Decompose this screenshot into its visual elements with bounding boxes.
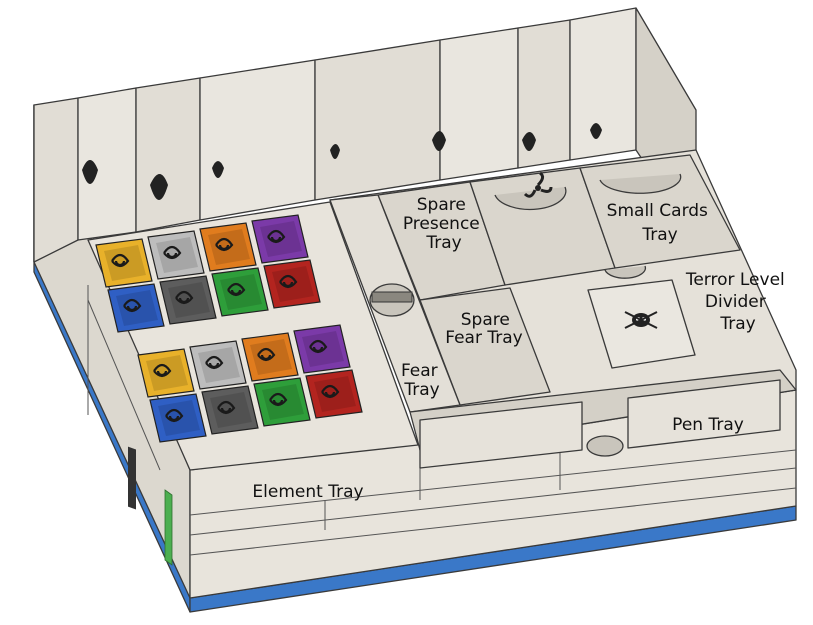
air-icon: [309, 339, 328, 354]
element-bin: [293, 324, 351, 374]
plant-icon: [269, 392, 288, 407]
element-bin: [137, 348, 195, 398]
label-fear: Fear Tray: [401, 361, 443, 400]
green-accent: [164, 489, 173, 566]
earth-icon: [217, 400, 236, 415]
pen-tray-lid-right: [627, 379, 781, 449]
label-spare-presence: Spare Presence Tray: [403, 195, 485, 253]
animal-icon: [279, 274, 298, 289]
element-bin: [147, 230, 205, 280]
element-bin: [149, 393, 207, 443]
label-small-cards: Small Cards Tray: [607, 201, 714, 245]
water-icon: [123, 298, 142, 313]
moon-icon: [163, 245, 182, 260]
label-spare-fear: Spare Fear Tray: [445, 310, 522, 348]
sun-icon: [153, 363, 172, 378]
water-icon: [165, 408, 184, 423]
element-bin: [305, 369, 363, 419]
label-terror-level: Terror Level Divider Tray: [685, 270, 790, 334]
pen-tray-lid-left: [419, 401, 583, 469]
element-bin: [201, 385, 259, 435]
earth-icon: [175, 290, 194, 305]
cutout-arc-2: [599, 173, 682, 194]
moon-icon: [205, 355, 224, 370]
element-bin: [241, 332, 299, 382]
element-bin: [199, 222, 257, 272]
element-bin: [159, 275, 217, 325]
skull-icon: [624, 311, 658, 329]
fire-icon: [257, 347, 276, 362]
air-icon: [267, 229, 286, 244]
left-wall-slot: [128, 446, 136, 510]
fire-icon: [215, 237, 234, 252]
label-element-tray: Element Tray: [252, 482, 363, 502]
plant-icon: [227, 282, 246, 297]
element-bin: [251, 214, 309, 264]
card-dividers: [33, 7, 697, 263]
element-bin: [263, 259, 321, 309]
cutout-arc-3: [604, 265, 647, 279]
divider-notches: [82, 123, 602, 200]
element-bin: [211, 267, 269, 317]
pen-tray-notch: [586, 435, 624, 457]
label-pen-tray: Pen Tray: [672, 415, 744, 435]
element-grid: [95, 214, 363, 443]
element-bin: [107, 283, 165, 333]
element-bin: [95, 238, 153, 288]
sun-icon: [111, 253, 130, 268]
element-bin: [189, 340, 247, 390]
element-bin: [253, 377, 311, 427]
triskelion-icon: [523, 171, 553, 198]
animal-icon: [321, 384, 340, 399]
